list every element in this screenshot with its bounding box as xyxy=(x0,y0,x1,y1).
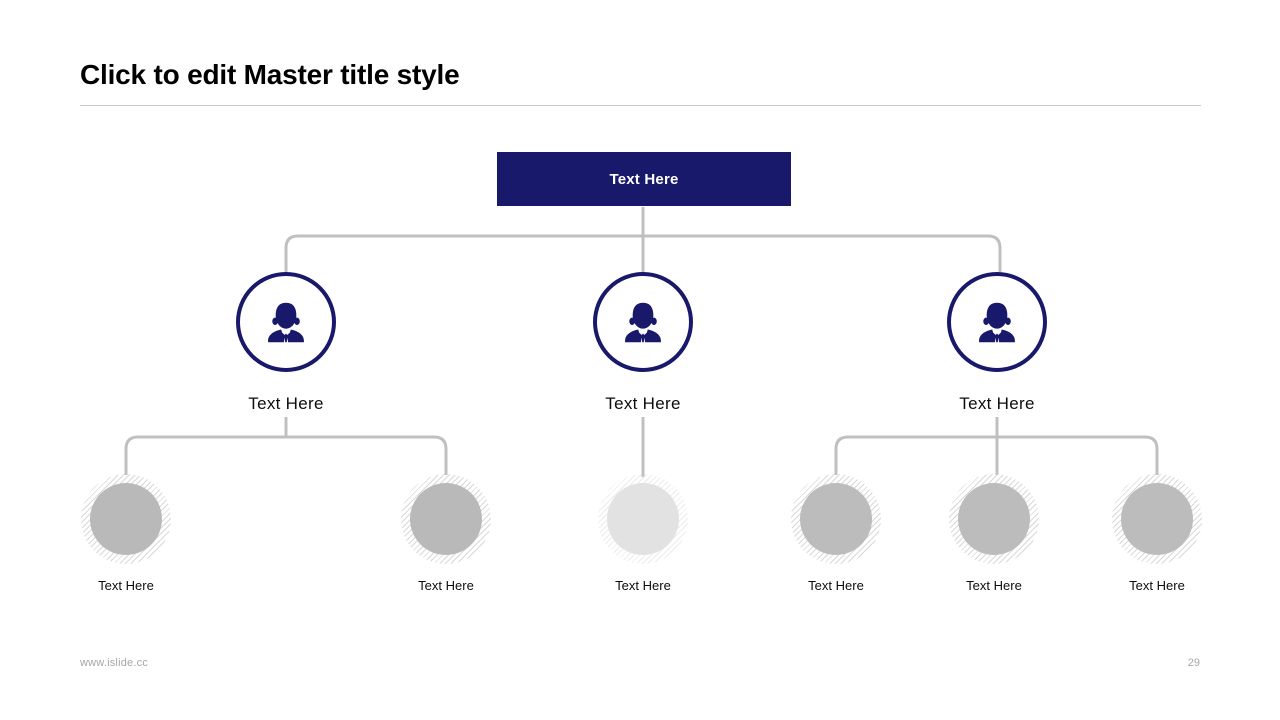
level2-node-1[interactable]: Text Here xyxy=(206,272,366,414)
level3-label-2: Text Here xyxy=(418,578,474,593)
level2-label-2: Text Here xyxy=(605,394,681,413)
level3-disc-6 xyxy=(1121,483,1193,555)
level3-disc-2 xyxy=(410,483,482,555)
level3-node-2[interactable]: Text Here xyxy=(371,474,521,593)
level3-label-3: Text Here xyxy=(615,578,671,593)
level2-circle-2[interactable] xyxy=(593,272,693,372)
level3-circle-4[interactable] xyxy=(791,474,881,564)
title-divider xyxy=(80,105,1201,106)
level2-node-2[interactable]: Text Here xyxy=(563,272,723,414)
businessman-icon xyxy=(625,302,661,343)
level3-disc-1 xyxy=(90,483,162,555)
level2-circle-3[interactable] xyxy=(947,272,1047,372)
level3-node-3[interactable]: Text Here xyxy=(568,474,718,593)
top-node-label: Text Here xyxy=(609,170,679,188)
businessman-icon xyxy=(979,302,1015,343)
level3-node-1[interactable]: Text Here xyxy=(51,474,201,593)
level3-circle-6[interactable] xyxy=(1112,474,1202,564)
top-node-box[interactable]: Text Here xyxy=(497,152,791,206)
level3-label-4: Text Here xyxy=(808,578,864,593)
level3-node-5[interactable]: Text Here xyxy=(919,474,1069,593)
level3-disc-5 xyxy=(958,483,1030,555)
level3-disc-3 xyxy=(607,483,679,555)
level2-label-3: Text Here xyxy=(959,394,1035,413)
level3-node-6[interactable]: Text Here xyxy=(1082,474,1232,593)
level3-disc-4 xyxy=(800,483,872,555)
footer-page-number: 29 xyxy=(1187,657,1200,669)
footer-site-url[interactable]: www.islide.cc xyxy=(80,657,149,669)
page-title[interactable]: Click to edit Master title style xyxy=(80,59,1200,91)
level3-circle-3[interactable] xyxy=(598,474,688,564)
level3-node-4[interactable]: Text Here xyxy=(761,474,911,593)
level2-node-3[interactable]: Text Here xyxy=(917,272,1077,414)
level3-label-5: Text Here xyxy=(966,578,1022,593)
level3-label-1: Text Here xyxy=(98,578,154,593)
level3-circle-2[interactable] xyxy=(401,474,491,564)
businessman-icon xyxy=(268,302,304,343)
level3-label-6: Text Here xyxy=(1129,578,1185,593)
level3-circle-5[interactable] xyxy=(949,474,1039,564)
level3-circle-1[interactable] xyxy=(81,474,171,564)
level2-label-1: Text Here xyxy=(248,394,324,413)
level2-circle-1[interactable] xyxy=(236,272,336,372)
page-title-text: Click to edit Master title style xyxy=(80,59,460,90)
